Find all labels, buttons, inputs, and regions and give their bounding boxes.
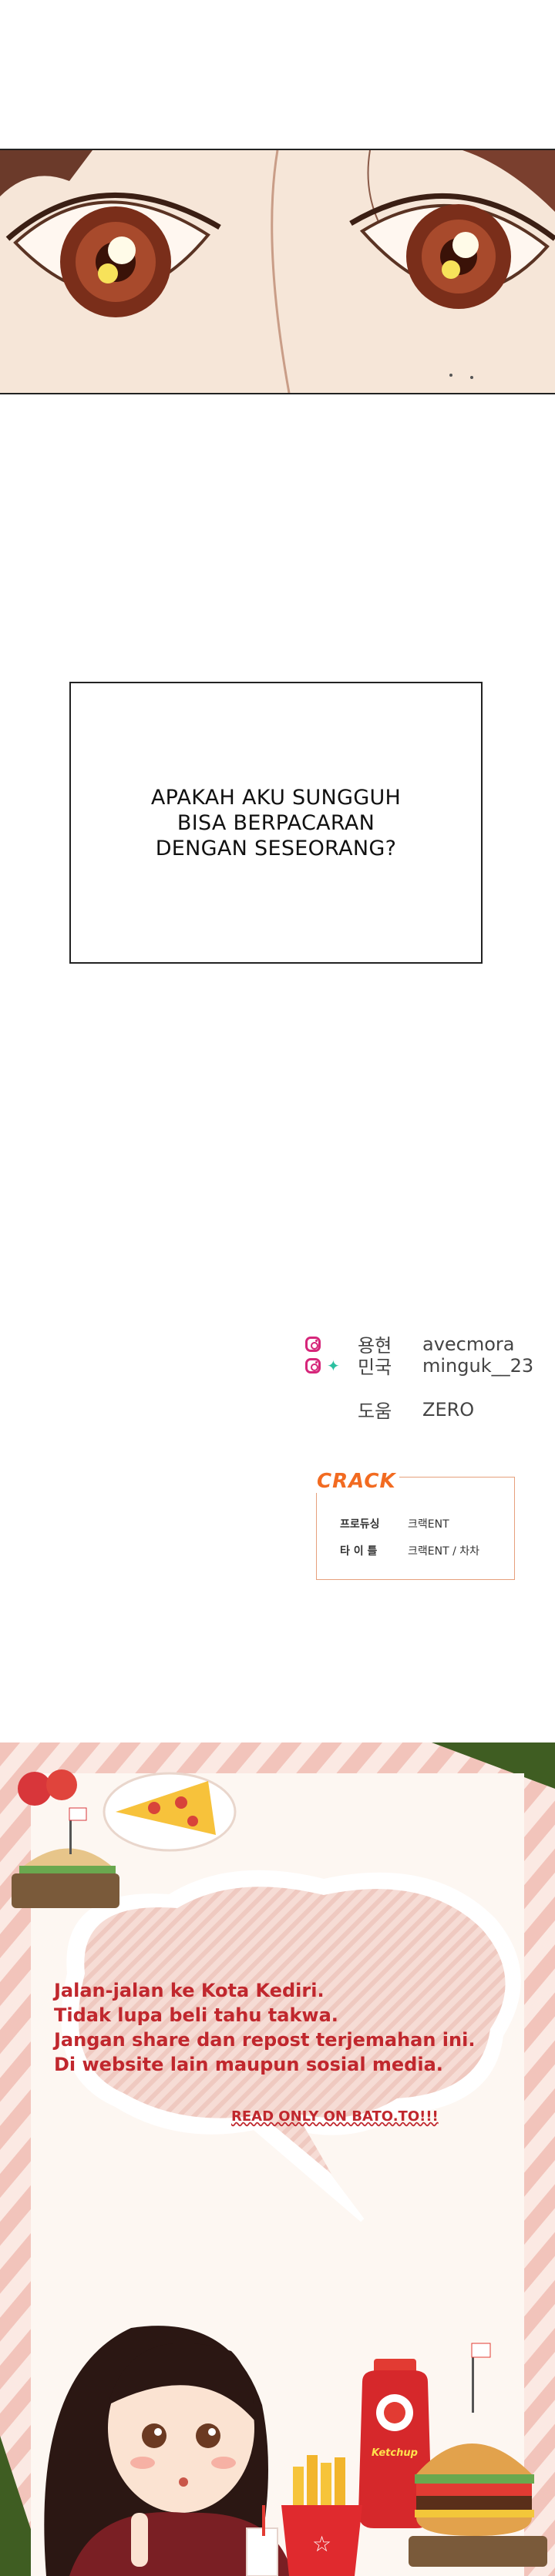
crack-logo: CRACK: [314, 1470, 399, 1493]
instagram-icon: [305, 1336, 321, 1352]
credit-name: ZERO: [422, 1398, 475, 1420]
credit-role: 용현: [358, 1335, 392, 1357]
card-value: 크랙ENT: [408, 1518, 449, 1531]
promo-message: Jalan-jalan ke Kota Kediri. Tidak lupa b…: [54, 1978, 516, 2077]
svg-text:☆: ☆: [312, 2531, 331, 2557]
credit-role: 민국: [358, 1357, 392, 1378]
credit-name: avecmora: [422, 1333, 515, 1355]
narration-text: APAKAH AKU SUNGGUH BISA BERPACARAN DENGA…: [130, 785, 422, 861]
credit-row: 도움 ZERO: [358, 1396, 474, 1423]
promo-line: Tidak lupa beli tahu takwa.: [54, 2004, 338, 2026]
narration-line: APAKAH AKU SUNGGUH: [150, 785, 402, 810]
narration-box: APAKAH AKU SUNGGUH BISA BERPACARAN DENGA…: [69, 682, 483, 964]
narration-line: DENGAN SESEORANG?: [155, 836, 397, 860]
ketchup-label: Ketchup: [372, 2447, 418, 2459]
credit-role: 도움: [358, 1400, 392, 1422]
right-eye: [349, 193, 555, 309]
promo-illustration: Ketchup ☆: [0, 1742, 555, 2576]
eyes-panel: [0, 149, 555, 394]
card-label: 프로듀싱: [340, 1518, 380, 1531]
eyes-illustration: [0, 150, 555, 393]
instagram-icon: [305, 1357, 321, 1374]
narration-line: BISA BERPACARAN: [177, 810, 375, 835]
burger-illustration: [409, 2343, 547, 2567]
crack-credit-card: CRACK 프로듀싱 크랙ENT 타 이 틀 크랙ENT / 차차: [314, 1470, 515, 1580]
ketchup-bottle: Ketchup: [358, 2359, 432, 2528]
promo-line: Di website lain maupun sosial media.: [54, 2054, 443, 2075]
credit-row: ✦ 민국 minguk__23: [305, 1352, 533, 1379]
promo-panel: Ketchup ☆: [0, 1742, 555, 2576]
left-eye: [5, 193, 221, 317]
credit-row: 용현 avecmora: [305, 1330, 515, 1357]
promo-line: Jalan-jalan ke Kota Kediri.: [54, 1980, 325, 2001]
twitter-icon: ✦: [327, 1356, 340, 1375]
card-value: 크랙ENT / 차차: [408, 1545, 480, 1558]
girl-illustration: [44, 2326, 293, 2576]
card-label: 타 이 틀: [340, 1545, 378, 1558]
promo-line: Jangan share dan repost terjemahan ini.: [54, 2029, 476, 2051]
read-only-notice: READ ONLY ON BATO.TO!!!: [231, 2108, 439, 2125]
credit-name: minguk__23: [422, 1354, 534, 1377]
